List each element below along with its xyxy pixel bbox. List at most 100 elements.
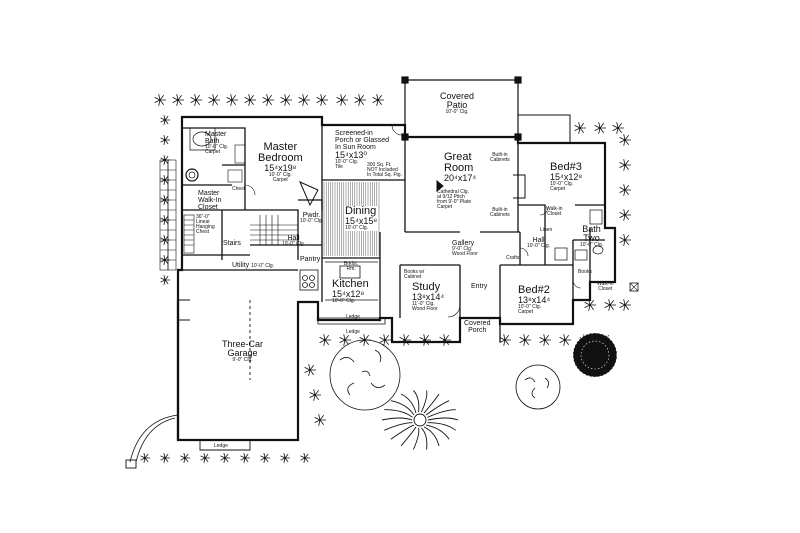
- shrub: [559, 334, 571, 346]
- shrub: [499, 334, 511, 346]
- master-bath-size: 10'-0" Clg. Carpet: [205, 144, 229, 155]
- kitchen-size: 15⁴x12⁸: [332, 289, 365, 299]
- shrub: [354, 94, 366, 106]
- room-great-room: Great Room 20⁴x17⁴: [444, 152, 476, 183]
- room-dining: Dining 15⁴x15⁸ 10'-0" Clg.: [344, 206, 379, 231]
- fireplaces: [299, 174, 526, 207]
- screened-porch-sqft-note: 300 Sq. Ft. NOT Included In Total Sq. Ft…: [367, 162, 402, 178]
- room-gallery: Gallery 9'-0" Clg. Wood Floor: [452, 240, 478, 257]
- bed3-name: Bed#3: [550, 161, 582, 173]
- shrub: [519, 334, 531, 346]
- shrub: [208, 94, 220, 106]
- crafts-label: Crafts: [506, 255, 520, 261]
- shrub: [220, 453, 230, 463]
- brkfst-label: Brkfst. Rm.: [344, 261, 359, 272]
- shrub: [172, 94, 184, 106]
- kitchen-note: 10'-0" Clg.: [332, 298, 356, 304]
- shrub: [262, 94, 274, 106]
- room-pwdr: Pwdr. 10'-0" Clg.: [300, 212, 323, 224]
- shrub: [619, 184, 631, 196]
- shrub: [309, 389, 321, 401]
- tree-left: [329, 339, 401, 411]
- room-bed2: Bed#2 13⁸x14⁴ 10'-0" Clg. Carpet: [518, 285, 550, 315]
- great-room-name: Great Room: [444, 151, 474, 174]
- great-room-note: Cathedral Clg. at 9/12 Pitch from 9'-0" …: [437, 189, 472, 210]
- hall-left-name: Hall: [287, 235, 300, 242]
- shrub: [319, 334, 331, 346]
- gallery-note: 9'-0" Clg. Wood Floor: [452, 246, 478, 257]
- study-note: 11'-0" Clg. Wood Floor: [412, 301, 438, 312]
- shrub: [619, 299, 631, 311]
- shrub: [300, 453, 310, 463]
- room-utility: Utility 10'-0" Clg.: [232, 262, 274, 269]
- shrub: [260, 453, 270, 463]
- bed3-note: 10'-0" Clg. Carpet: [550, 181, 574, 192]
- room-covered-patio: Covered Patio 10'-0" Clg.: [440, 92, 474, 115]
- bath-two-name: Bath Two: [582, 224, 601, 243]
- books-cabinet-label: Books w/ Cabinet: [404, 269, 425, 280]
- shrub: [160, 135, 170, 145]
- shrub: [180, 453, 190, 463]
- stone-walkway: [159, 159, 177, 271]
- shrub: [154, 94, 166, 106]
- shrub: [298, 94, 310, 106]
- ledge-bottom-label: Ledge: [346, 329, 360, 335]
- screened-porch-note: 10'-0" Clg. Tile: [335, 159, 359, 170]
- walk-in-closet-lower: Walk-in Closet: [597, 281, 614, 292]
- dining-note: 10'-0" Clg.: [344, 226, 379, 231]
- tree-dark: [572, 332, 618, 378]
- covered-patio-name: Covered Patio: [440, 91, 475, 110]
- hall-left-note: 10'-0" Clg.: [282, 241, 306, 247]
- shrub: [619, 159, 631, 171]
- room-covered-porch: Covered Porch: [464, 320, 491, 334]
- shrub: [439, 334, 451, 346]
- room-bath-two: Bath Two 10'-0" Clg.: [580, 225, 603, 248]
- master-bedroom-name: Master Bedroom: [258, 141, 303, 164]
- master-bedroom-note: 10'-0" Clg. Carpet: [268, 172, 292, 183]
- shrub: [336, 94, 348, 106]
- ledge-garage-label: Ledge: [214, 443, 228, 449]
- ledge-top-label: Ledge: [346, 314, 360, 320]
- utility-note: 10'-0" Clg.: [251, 263, 275, 269]
- study-name: Study: [412, 281, 441, 293]
- room-master-bedroom: Master Bedroom 15⁴x19⁸ 10'-0" Clg. Carpe…: [258, 142, 303, 183]
- shrub: [316, 94, 328, 106]
- garage-note: 9'-0" Clg.: [232, 357, 253, 363]
- master-closet-name: Master Walk-In Closet: [198, 190, 222, 211]
- door-swings: [244, 124, 582, 318]
- shrub: [140, 453, 150, 463]
- shrub: [339, 334, 351, 346]
- shrub: [314, 414, 326, 426]
- hall-right-note: 10'-0" Clg.: [527, 243, 551, 249]
- kitchen-name: Kitchen: [332, 278, 369, 290]
- room-study: Study 13⁸x14⁴ 11'-0" Clg. Wood Floor: [412, 282, 444, 312]
- built-in-cabinets-top: Built-in Cabinets: [490, 152, 510, 163]
- room-kitchen: Kitchen 15⁴x12⁸ 10'-0" Clg.: [332, 279, 369, 304]
- dining-floor-hatch: [323, 182, 380, 256]
- shrub: [304, 364, 316, 376]
- shrub: [574, 122, 586, 134]
- shrub: [280, 94, 292, 106]
- built-in-cabinets-bottom: Built-in Cabinets: [490, 207, 510, 218]
- bed3-size: 15⁴x12⁸: [550, 172, 583, 182]
- closet-shelving: [183, 144, 246, 254]
- bed2-name: Bed#2: [518, 284, 550, 296]
- books-label: Books: [578, 269, 592, 275]
- tree-bottom-palm: [381, 390, 459, 450]
- screened-porch-size: 15⁴x13⁰: [335, 150, 367, 160]
- bed2-note: 10'-0" Clg. Carpet: [518, 304, 542, 315]
- room-stairs: Stairs: [223, 240, 241, 247]
- dining-size: 15⁴x15⁸: [344, 216, 379, 226]
- garage-details: [125, 299, 251, 469]
- bath-two-fixtures: [554, 209, 604, 261]
- landscape-shrubs: [140, 94, 631, 463]
- shrub: [160, 275, 170, 285]
- hall-right-name: Hall: [532, 237, 545, 244]
- shrub: [399, 334, 411, 346]
- bath-fixtures: [185, 127, 216, 182]
- master-bath-name: Master Bath: [205, 131, 227, 145]
- shrub: [539, 334, 551, 346]
- pwdr-name: Pwdr.: [302, 212, 321, 219]
- linen-label: Linen: [540, 227, 553, 233]
